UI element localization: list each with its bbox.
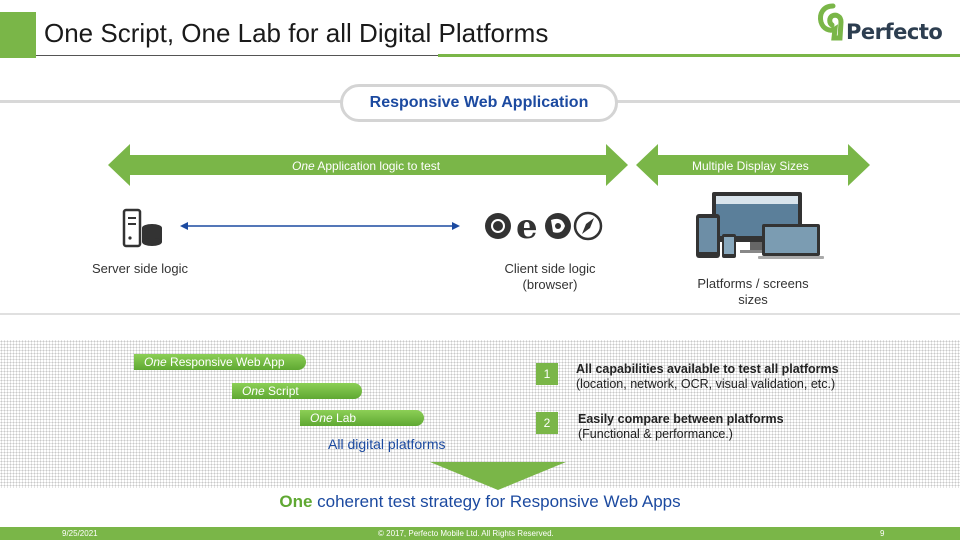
platforms-label: Platforms / screens sizes (697, 276, 809, 307)
all-digital-platforms-label: All digital platforms (328, 436, 446, 452)
client-side-label: Client side logic (browser) (504, 261, 596, 292)
capability-2: Easily compare between platforms(Functio… (578, 412, 784, 441)
browser-icons: e (485, 210, 603, 242)
perfecto-logo-text: Perfecto (846, 20, 943, 44)
title-underline (36, 55, 438, 56)
server-database-icon (122, 208, 162, 248)
section-separator (0, 313, 960, 315)
footer-page-number: 9 (880, 529, 885, 538)
application-logic-arrow (108, 144, 628, 186)
devices-illustration-icon (696, 192, 824, 259)
title-underline-accent (438, 54, 960, 57)
one-responsive-web-app-bar: One Responsive Web App (134, 354, 306, 370)
one-script-bar: One Script (232, 383, 362, 399)
display-sizes-arrow (636, 144, 870, 186)
responsive-web-app-pill: Responsive Web Application (340, 84, 618, 122)
server-side-label: Server side logic (91, 261, 189, 276)
server-client-connector (180, 222, 460, 230)
capability-number-2: 2 (536, 412, 558, 434)
capability-1: All capabilities available to test all p… (576, 362, 839, 391)
title-accent-bar (0, 12, 36, 58)
application-logic-label: One Application logic to test (292, 159, 441, 173)
perfecto-logo-icon (818, 3, 844, 41)
slide-title: One Script, One Lab for all Digital Plat… (44, 18, 549, 48)
svg-text:e: e (516, 210, 538, 242)
footer-date: 9/25/2021 (62, 529, 98, 538)
tagline: One coherent test strategy for Responsiv… (279, 492, 681, 511)
display-sizes-label: Multiple Display Sizes (692, 159, 809, 173)
capability-number-1: 1 (536, 363, 558, 385)
footer-copyright: © 2017, Perfecto Mobile Ltd. All Rights … (378, 529, 554, 538)
one-lab-bar: One Lab (300, 410, 424, 426)
down-arrow-icon (430, 462, 566, 490)
footer-bar (0, 527, 960, 540)
